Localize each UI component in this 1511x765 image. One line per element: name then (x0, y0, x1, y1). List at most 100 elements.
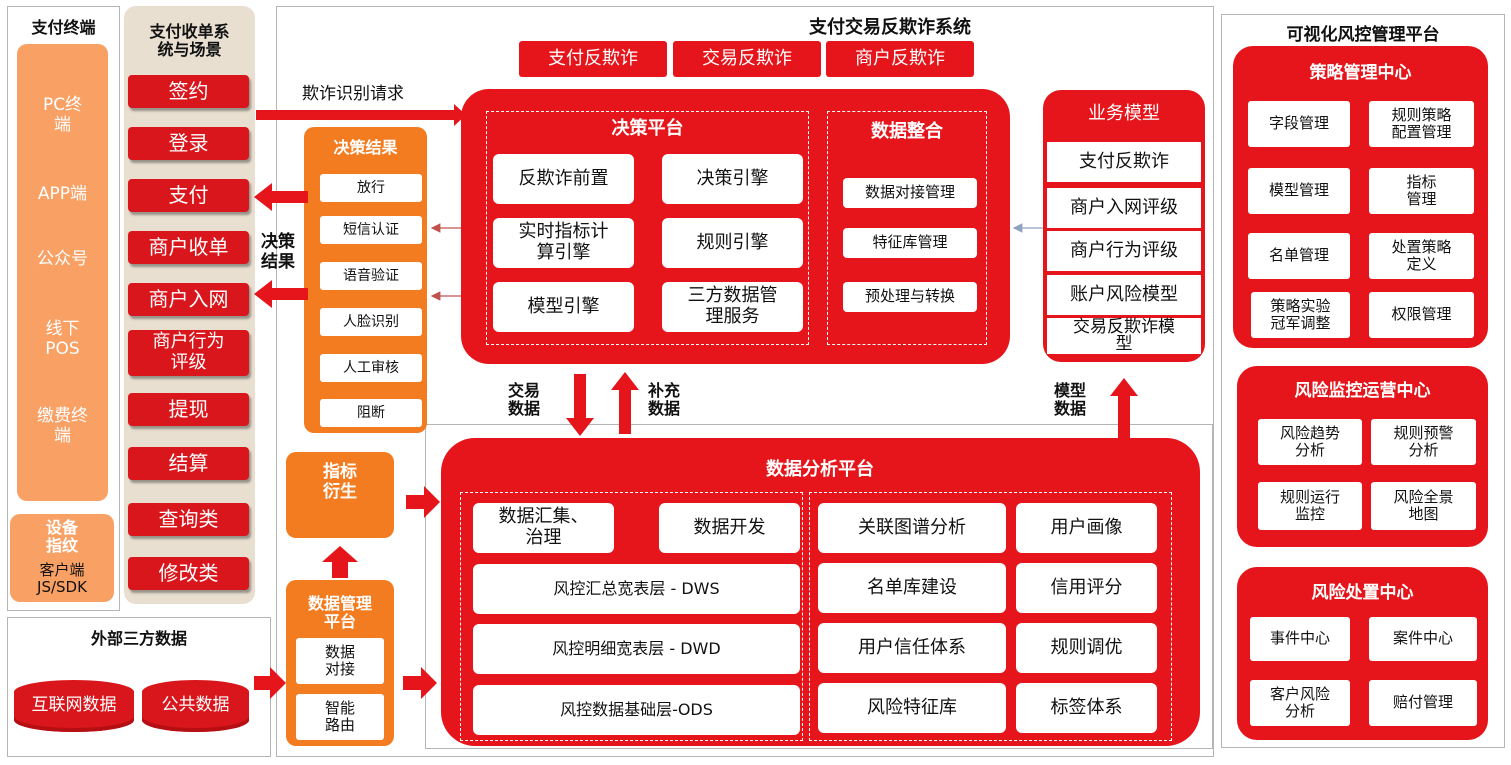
an-data-dev[interactable]: 数据开发 (659, 503, 800, 553)
an-credit-score[interactable]: 信用评分 (1016, 563, 1157, 613)
di-data-interface[interactable]: 数据对接管理 (843, 178, 977, 208)
strategy-disposal-define[interactable]: 处置策略 定义 (1369, 233, 1474, 279)
strategy-permission[interactable]: 权限管理 (1369, 292, 1474, 338)
antifraud-title: 支付交易反欺诈系统 (809, 17, 971, 38)
scene-modify[interactable]: 修改类 (128, 557, 249, 590)
disposal-title: 风险处置中心 (1311, 583, 1414, 604)
dp-model-engine[interactable]: 模型引擎 (493, 282, 634, 332)
disposal-case[interactable]: 案件中心 (1369, 617, 1477, 661)
label-decision-result: 决策 结果 (261, 232, 295, 272)
terminal-list (17, 44, 108, 501)
tab-payment-antifraud[interactable]: 支付反欺诈 (519, 41, 667, 77)
external-internet-data: 互联网数据 (14, 680, 134, 732)
scene-pay[interactable]: 支付 (128, 179, 249, 212)
strategy-rule-config[interactable]: 规则策略 配置管理 (1369, 101, 1474, 147)
visual-title: 可视化风控管理平台 (1286, 25, 1440, 45)
tab-merchant-antifraud[interactable]: 商户反欺诈 (826, 41, 974, 77)
dp-realtime-index[interactable]: 实时指标计 算引擎 (493, 218, 634, 268)
scene-sign[interactable]: 签约 (128, 75, 249, 108)
strategy-index-mgmt[interactable]: 指标 管理 (1369, 168, 1474, 214)
scene-withdraw[interactable]: 提现 (128, 393, 249, 426)
label-model-data: 模型 数据 (1053, 380, 1086, 418)
decision-release[interactable]: 放行 (320, 174, 422, 202)
data-integration-frame (827, 111, 987, 345)
terminal-item-bill: 缴费终 端 (37, 406, 88, 446)
scene-merchant-acquiring[interactable]: 商户收单 (128, 231, 249, 264)
monitor-trend[interactable]: 风险趋势 分析 (1258, 419, 1362, 465)
scene-merchant-rating[interactable]: 商户行为 评级 (128, 330, 249, 376)
terminal-item-wechat: 公众号 (37, 249, 88, 270)
an-user-trust[interactable]: 用户信任体系 (818, 623, 1006, 673)
data-mgmt-title: 数据管理 平台 (307, 593, 372, 631)
scene-merchant-onboard[interactable]: 商户入网 (128, 283, 249, 316)
monitor-panorama[interactable]: 风险全景 地图 (1371, 482, 1476, 530)
strategy-field-mgmt[interactable]: 字段管理 (1248, 101, 1350, 147)
di-preprocess[interactable]: 预处理与转换 (843, 282, 977, 312)
monitor-rule-run[interactable]: 规则运行 监控 (1258, 482, 1362, 530)
business-model-title: 业务模型 (1088, 102, 1160, 124)
disposal-customer-risk[interactable]: 客户风险 分析 (1250, 680, 1350, 726)
device-fingerprint-sdk: 客户端 JS/SDK (37, 560, 87, 596)
analysis-left-frame (460, 492, 803, 741)
strategy-list-mgmt[interactable]: 名单管理 (1248, 233, 1350, 279)
monitor-title: 风险监控运营中心 (1294, 381, 1431, 402)
external-public-label: 公共数据 (161, 695, 230, 716)
data-mgmt-interface[interactable]: 数据 对接 (296, 638, 384, 684)
strategy-title: 策略管理中心 (1309, 63, 1412, 84)
scene-login[interactable]: 登录 (128, 127, 249, 160)
terminal-item-pc: PC终 端 (42, 95, 83, 135)
external-title: 外部三方数据 (90, 629, 187, 648)
decision-manual[interactable]: 人工审核 (320, 354, 422, 382)
decision-result-title: 决策结果 (333, 137, 398, 157)
an-user-profile[interactable]: 用户画像 (1016, 503, 1157, 553)
strategy-model-mgmt[interactable]: 模型管理 (1248, 168, 1350, 214)
device-fingerprint-box (10, 514, 114, 602)
decision-face[interactable]: 人脸识别 (320, 308, 422, 336)
indicator-derive-title: 指标 衍生 (323, 462, 357, 502)
di-feature-store[interactable]: 特征库管理 (843, 228, 977, 258)
bm-merchant-behavior-rating[interactable]: 商户行为评级 (1047, 231, 1201, 271)
scene-query[interactable]: 查询类 (128, 503, 249, 536)
label-trade-data: 交易 数据 (507, 380, 540, 418)
an-tag-system[interactable]: 标签体系 (1016, 683, 1157, 733)
device-fingerprint-title: 设备 指纹 (45, 517, 78, 555)
an-graph-analysis[interactable]: 关联图谱分析 (818, 503, 1006, 553)
bm-account-risk[interactable]: 账户风险模型 (1047, 275, 1201, 315)
decision-voice[interactable]: 语音验证 (320, 262, 422, 290)
an-layer-ods[interactable]: 风控数据基础层-ODS (473, 685, 800, 735)
terminal-item-pos: 线下 POS (45, 319, 80, 359)
bm-merchant-onboard-rating[interactable]: 商户入网评级 (1047, 188, 1201, 228)
dp-decision-engine[interactable]: 决策引擎 (662, 154, 803, 204)
bm-trade-antifraud[interactable]: 交易反欺诈模 型 (1047, 318, 1201, 354)
dp-antifraud-front[interactable]: 反欺诈前置 (493, 154, 634, 204)
label-supplement-data: 补充 数据 (647, 380, 680, 418)
an-layer-dws[interactable]: 风控汇总宽表层 - DWS (473, 564, 800, 614)
analysis-right-frame (809, 492, 1172, 741)
disposal-event[interactable]: 事件中心 (1250, 617, 1350, 661)
decision-block[interactable]: 阻断 (320, 399, 422, 427)
scenes-title: 支付收单系 统与场景 (149, 21, 230, 59)
an-layer-dwd[interactable]: 风控明细宽表层 - DWD (473, 624, 800, 674)
dp-rule-engine[interactable]: 规则引擎 (662, 218, 803, 268)
scene-settle[interactable]: 结算 (128, 447, 249, 480)
dp-third-party[interactable]: 三方数据管 理服务 (662, 282, 803, 332)
monitor-rule-alert[interactable]: 规则预警 分析 (1371, 419, 1476, 465)
decision-platform-frame (486, 111, 809, 345)
label-fraud-request: 欺诈识别请求 (302, 84, 404, 104)
analysis-title: 数据分析平台 (766, 458, 874, 480)
disposal-compensation[interactable]: 赔付管理 (1369, 680, 1477, 726)
decision-sms[interactable]: 短信认证 (320, 216, 422, 244)
external-internet-label: 互联网数据 (31, 695, 117, 716)
decision-platform-title: 决策平台 (611, 117, 684, 139)
strategy-experiment[interactable]: 策略实验 冠军调整 (1251, 292, 1350, 338)
tab-trade-antifraud[interactable]: 交易反欺诈 (673, 41, 821, 77)
bm-payment-antifraud[interactable]: 支付反欺诈 (1047, 142, 1201, 182)
an-risk-feature[interactable]: 风险特征库 (818, 683, 1006, 733)
external-public-data: 公共数据 (142, 680, 249, 732)
an-collect-govern[interactable]: 数据汇集、 治理 (473, 503, 614, 553)
data-mgmt-routing[interactable]: 智能 路由 (296, 694, 384, 740)
an-list-build[interactable]: 名单库建设 (818, 563, 1006, 613)
indicator-derive-box (286, 452, 394, 538)
data-integration-title: 数据整合 (871, 120, 943, 142)
an-rule-tuning[interactable]: 规则调优 (1016, 623, 1157, 673)
